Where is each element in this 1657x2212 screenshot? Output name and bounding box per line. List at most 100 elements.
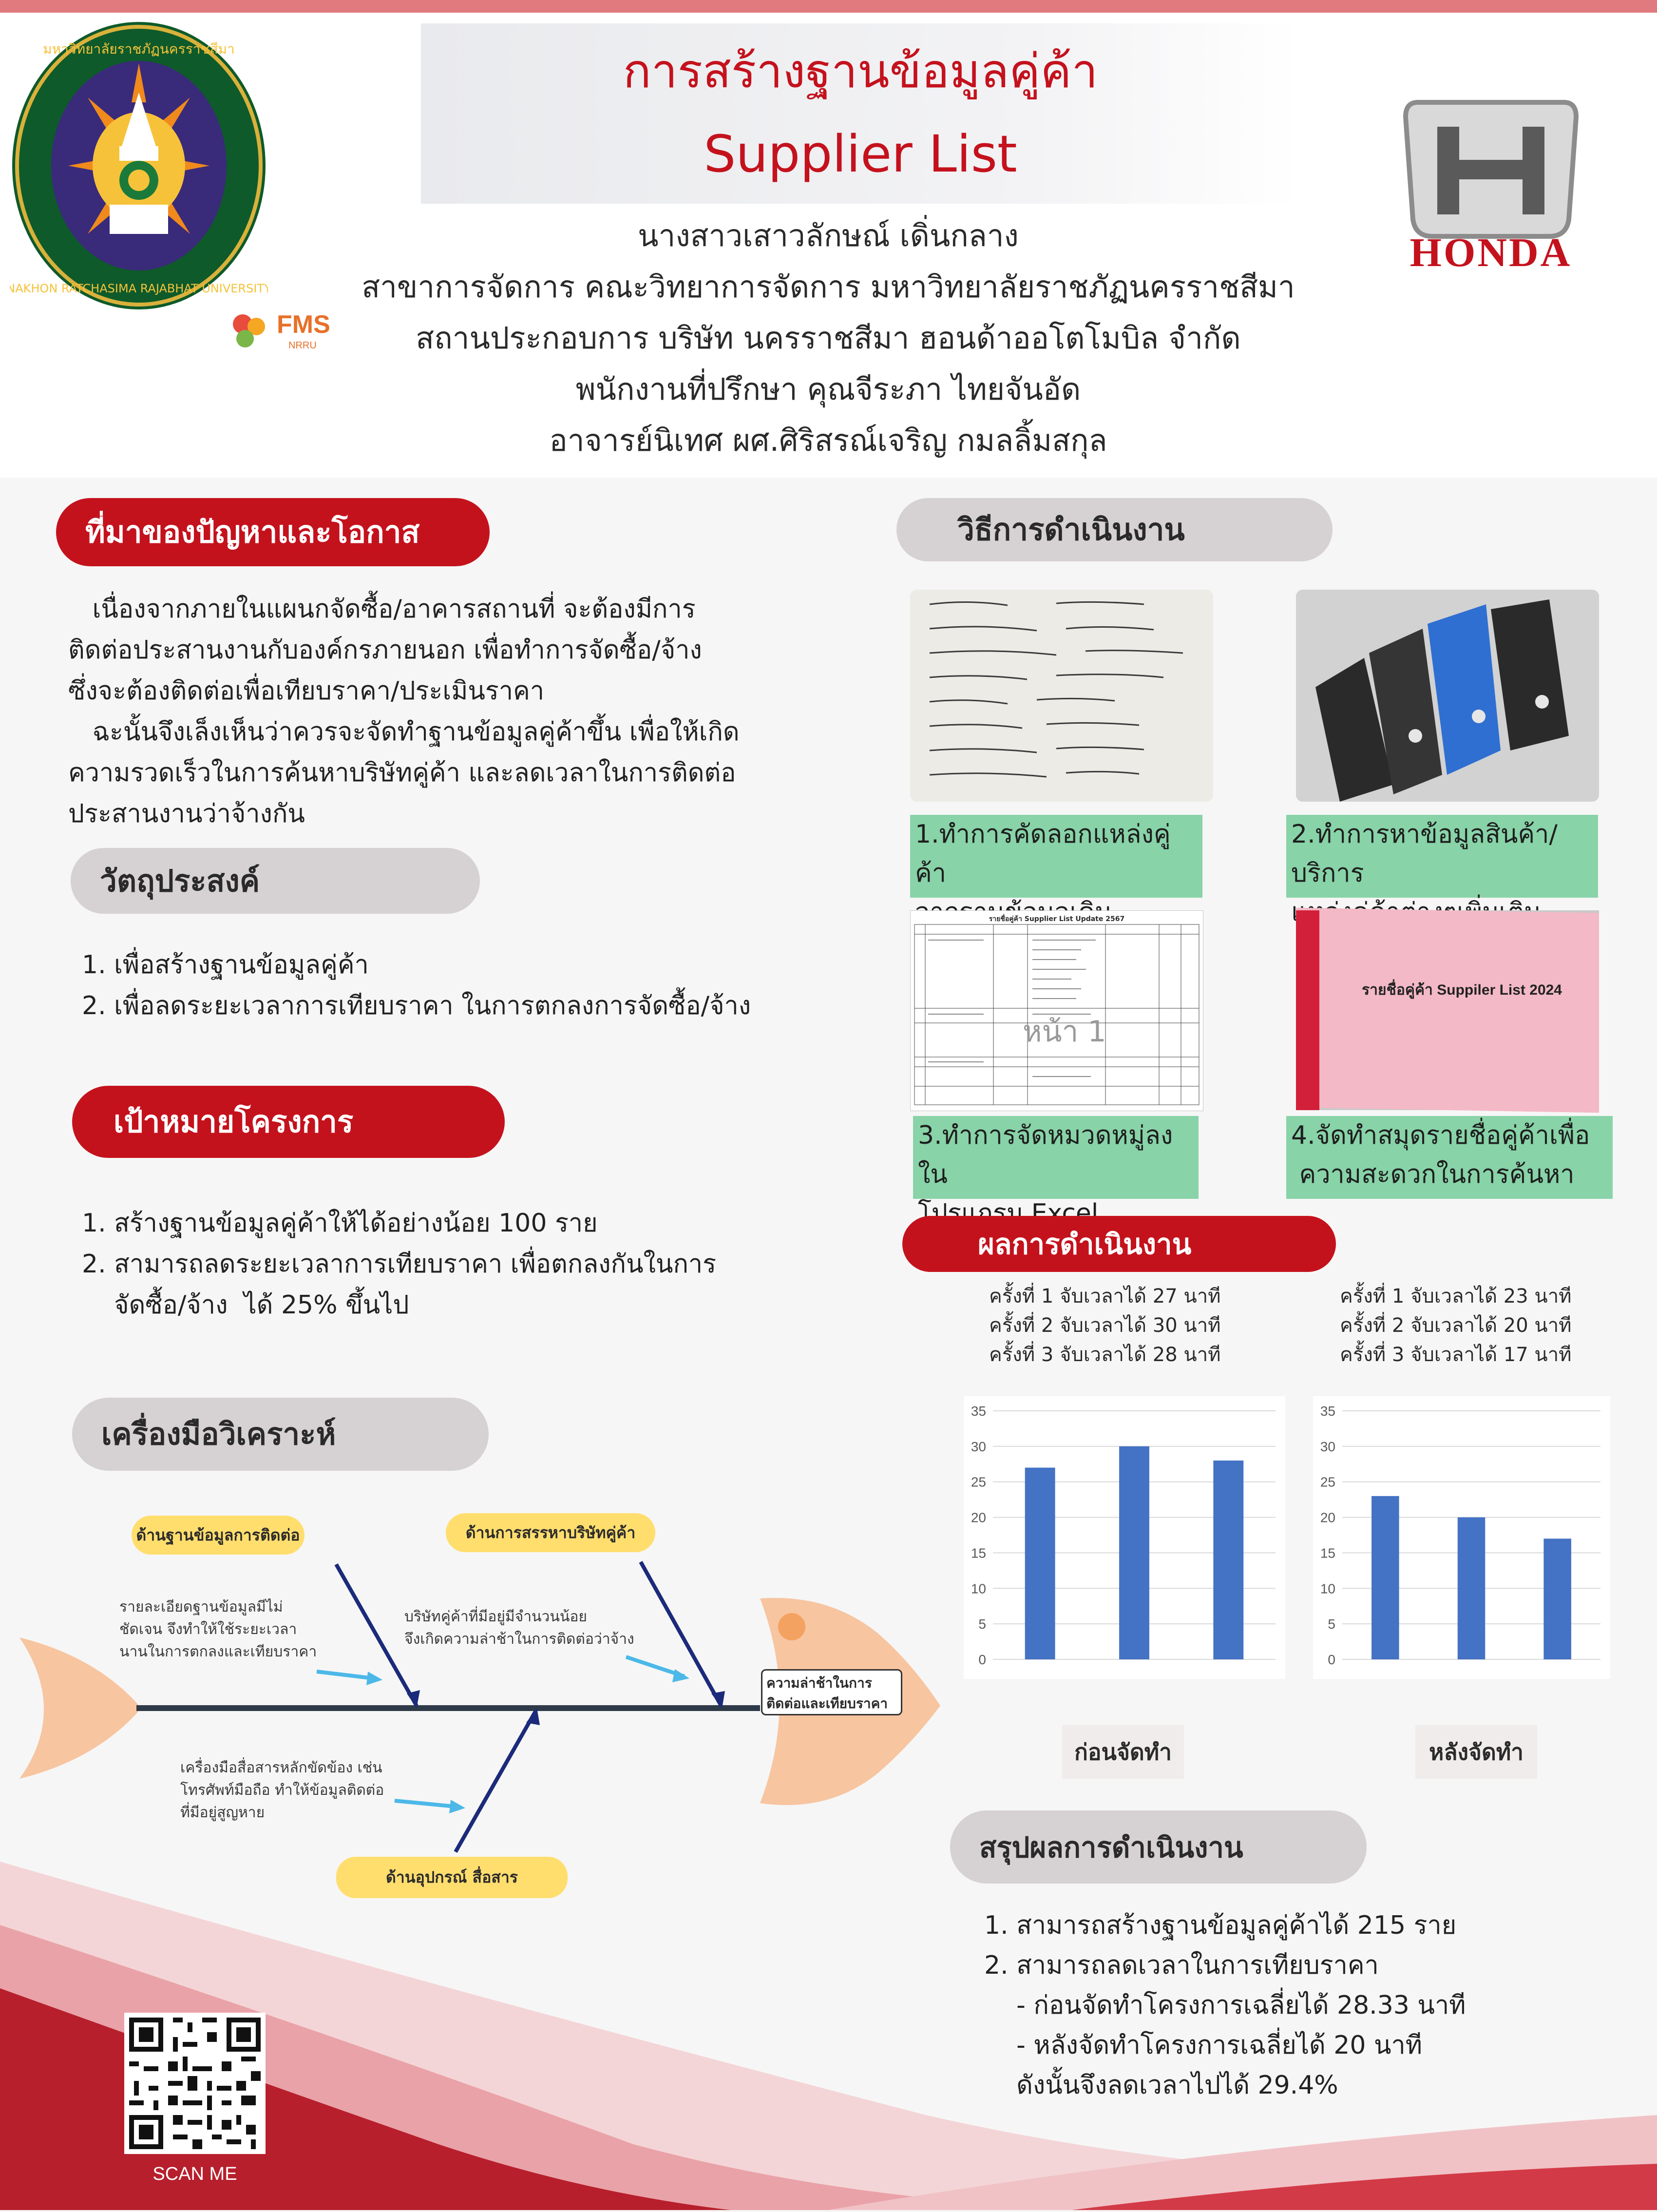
goals-list: 1. สร้างฐานข้อมูลคู่ค้าให้ได้อย่างน้อย 1…	[82, 1203, 813, 1326]
objectives-heading: วัตถุประสงค์	[71, 848, 480, 914]
faculty-line: สาขาการจัดการ คณะวิทยาการจัดการ มหาวิทยา…	[362, 269, 1295, 305]
fms-logo-subtext: NRRU	[288, 340, 317, 351]
fish-head-problem: ความล่าช้าในการ ติดต่อและเทียบราคา	[761, 1669, 902, 1715]
honda-logo-text: HONDA	[1409, 230, 1572, 275]
step-1-box: 1.ทำการคัดลอกแหล่งคู่ค้า จากฐานข้อมูลเดิ…	[910, 815, 1202, 927]
after-bar-1	[1371, 1496, 1399, 1659]
results-heading: ผลการดำเนินงาน	[902, 1216, 1336, 1272]
before-bar-1	[1025, 1467, 1055, 1659]
title-english: Supplier List	[704, 124, 1017, 184]
company-line: สถานประกอบการ บริษัท นครราชสีมา ฮอนด้าออ…	[416, 320, 1241, 356]
fish-eye	[778, 1613, 805, 1640]
summary-line: 1. สามารถสร้างฐานข้อมูลคู่ค้าได้ 215 ราย	[984, 1911, 1457, 1940]
before-time-item: ครั้งที่ 1 จับเวลาได้ 27 นาที	[989, 1285, 1221, 1308]
summary-line: 2. สามารถลดเวลาในการเทียบราคา	[984, 1951, 1379, 1980]
before-y-tick-label: 5	[978, 1616, 986, 1632]
bottom-wave-decoration	[0, 1803, 1657, 2210]
objectives-list: 1. เพื่อสร้างฐานข้อมูลคู่ค้า 2. เพื่อลดร…	[82, 944, 813, 1026]
after-y-tick-label: 30	[1320, 1439, 1335, 1454]
goal-item: 1. สร้างฐานข้อมูลคู่ค้าให้ได้อย่างน้อย 1…	[82, 1209, 598, 1238]
tag-recruit: ด้านการสรรหาบริษัทคู่ค้า	[446, 1513, 655, 1552]
note-recruit: บริษัทคู่ค้าที่มีอยู่มีจำนวนน้อย จึงเกิด…	[404, 1606, 697, 1651]
before-times: ครั้งที่ 1 จับเวลาได้ 27 นาที ครั้งที่ 2…	[989, 1282, 1281, 1369]
after-bar-3	[1543, 1539, 1571, 1659]
method-heading: วิธีการดำเนินงาน	[896, 498, 1333, 561]
note-database: รายละเอียดฐานข้อมูลมีไม่ ชัดเจน จึงทำให้…	[119, 1596, 373, 1663]
before-y-tick-label: 15	[971, 1545, 986, 1560]
title-thai: การสร้างฐานข้อมูลคู่ค้า	[623, 44, 1098, 98]
before-y-tick-label: 20	[971, 1510, 986, 1525]
summary-line: ดังนั้นจึงลดเวลาไปได้ 29.4%	[984, 2071, 1338, 2100]
supplier-book-photo: รายชื่อคู่ค้า Suppiler List 2024	[1296, 907, 1599, 1113]
after-time-item: ครั้งที่ 2 จับเวลาได้ 20 นาที	[1340, 1314, 1572, 1337]
honda-logo: HONDA	[1354, 97, 1627, 278]
background-line: เนื่องจากภายในแผนกจัดซื้อ/อาคารสถานที่ จ…	[68, 595, 696, 624]
note-equipment: เครื่องมือสื่อสารหลักขัดข้อง เช่น โทรศัพ…	[180, 1757, 434, 1824]
objective-item: 2. เพื่อลดระยะเวลาการเทียบราคา ในการตกลง…	[82, 991, 751, 1020]
before-bar-3	[1213, 1461, 1244, 1659]
note-line: จึงเกิดความล่าช้าในการติดต่อว่าจ้าง	[404, 1631, 634, 1648]
summary-line: - หลังจัดทำโครงการเฉลี่ยได้ 20 นาที	[984, 2031, 1423, 2060]
mentor-line: พนักงานที่ปรึกษา คุณจีระภา ไทยจันอัด	[575, 371, 1081, 407]
analysis-heading: เครื่องมือวิเคราะห์	[72, 1398, 489, 1471]
tag-database: ด้านฐานข้อมูลการติดต่อ	[132, 1516, 305, 1555]
before-y-tick-label: 25	[971, 1475, 986, 1490]
background-line: ซึ่งจะต้องติดต่อเพื่อเทียบราคา/ประเมินรา…	[68, 676, 545, 706]
step-line: 1.ทำการคัดลอกแหล่งคู่ค้า	[915, 820, 1171, 888]
after-y-tick-label: 20	[1320, 1510, 1335, 1525]
step-line: ความสะดวกในการค้นหา	[1291, 1160, 1575, 1189]
step-3-box: 3.ทำการจัดหมวดหมู่ลงใน โปรแกรม Excel	[913, 1116, 1199, 1228]
after-time-item: ครั้งที่ 1 จับเวลาได้ 23 นาที	[1340, 1285, 1572, 1308]
note-line: ชัดเจน จึงทำให้ใช้ระยะเวลา	[119, 1621, 297, 1638]
after-y-tick-label: 10	[1320, 1581, 1335, 1596]
after-y-tick-label: 25	[1320, 1475, 1335, 1490]
spreadsheet-watermark: หน้า 1	[1023, 1015, 1106, 1049]
after-y-tick-label: 35	[1320, 1404, 1335, 1419]
background-line: ติดต่อประสานงานกับองค์กรภายนอก เพื่อทำกา…	[68, 635, 702, 665]
bone-equipment	[454, 1710, 538, 1853]
top-stripe	[0, 0, 1657, 13]
spreadsheet-title: รายชื่อคู่ค้า Supplier List Update 2567	[989, 915, 1125, 923]
after-chart-label: หลังจัดทำ	[1415, 1725, 1537, 1779]
advisor-line: อาจารย์นิเทศ ผศ.ศิริสรณ์เจริญ กมลลิ้มสกุ…	[549, 423, 1107, 458]
step-line: 4.จัดทำสมุดรายชื่อคู่ค้าเพื่อ	[1291, 1121, 1590, 1150]
note-line: นานในการตกลงและเทียบราคา	[119, 1643, 317, 1660]
binders-photo	[1296, 590, 1599, 802]
seal-bottom-text: NAKHON RATCHASIMA RAJABHAT UNIVERSITY	[10, 282, 268, 295]
scan-me-label: SCAN ME	[152, 2164, 237, 2184]
fish-tail	[19, 1637, 141, 1779]
step-line: 3.ทำการจัดหมวดหมู่ลงใน	[918, 1121, 1173, 1189]
university-seal-logo: มหาวิทยาลัยราชภัฏนครราชสีมา NAKHON RATCH…	[6, 19, 271, 312]
background-line: ประสานงานว่าจ้างกัน	[68, 799, 305, 828]
fms-logo: FMS NRRU	[228, 307, 355, 356]
note-line: รายละเอียดฐานข้อมูลมีไม่	[119, 1598, 283, 1616]
before-y-tick-label: 10	[971, 1581, 986, 1596]
step-4-box: 4.จัดทำสมุดรายชื่อคู่ค้าเพื่อ ความสะดวกใ…	[1286, 1116, 1613, 1199]
book-title: รายชื่อคู่ค้า Suppiler List 2024	[1362, 982, 1562, 998]
goals-heading: เป้าหมายโครงการ	[72, 1086, 505, 1158]
goal-item: จัดซื้อ/จ้าง ได้ 25% ขึ้นไป	[82, 1290, 409, 1320]
qr-code[interactable]	[124, 2013, 266, 2154]
handwritten-list-photo	[910, 590, 1213, 802]
seal-top-text: มหาวิทยาลัยราชภัฏนครราชสีมา	[43, 41, 234, 57]
note-line: เครื่องมือสื่อสารหลักขัดข้อง เช่น	[180, 1759, 382, 1776]
problem-line: ติดต่อและเทียบราคา	[766, 1695, 888, 1712]
after-y-tick-label: 15	[1320, 1545, 1335, 1560]
before-bar-2	[1119, 1446, 1149, 1659]
bone-database	[334, 1563, 419, 1707]
author-name: นางสาวเสาวลักษณ์ เดิ่นกลาง	[638, 218, 1019, 253]
goal-item: 2. สามารถลดระยะเวลาการเทียบราคา เพื่อตกล…	[82, 1250, 717, 1279]
title-box	[421, 23, 1300, 204]
after-y-tick-label: 0	[1328, 1652, 1335, 1667]
background-text: เนื่องจากภายในแผนกจัดซื้อ/อาคารสถานที่ จ…	[68, 589, 799, 834]
before-y-tick-label: 35	[971, 1404, 986, 1419]
objective-item: 1. เพื่อสร้างฐานข้อมูลคู่ค้า	[82, 950, 369, 980]
arrow-equipment	[394, 1799, 461, 1809]
fishbone-diagram: ด้านฐานข้อมูลการติดต่อ ด้านการสรรหาบริษั…	[0, 1501, 955, 1901]
after-times: ครั้งที่ 1 จับเวลาได้ 23 นาที ครั้งที่ 2…	[1340, 1282, 1632, 1369]
note-line: บริษัทคู่ค้าที่มีอยู่มีจำนวนน้อย	[404, 1608, 587, 1625]
summary-heading: สรุปผลการดำเนินงาน	[950, 1810, 1367, 1884]
tag-equipment: ด้านอุปกรณ์ สื่อสาร	[336, 1857, 568, 1898]
